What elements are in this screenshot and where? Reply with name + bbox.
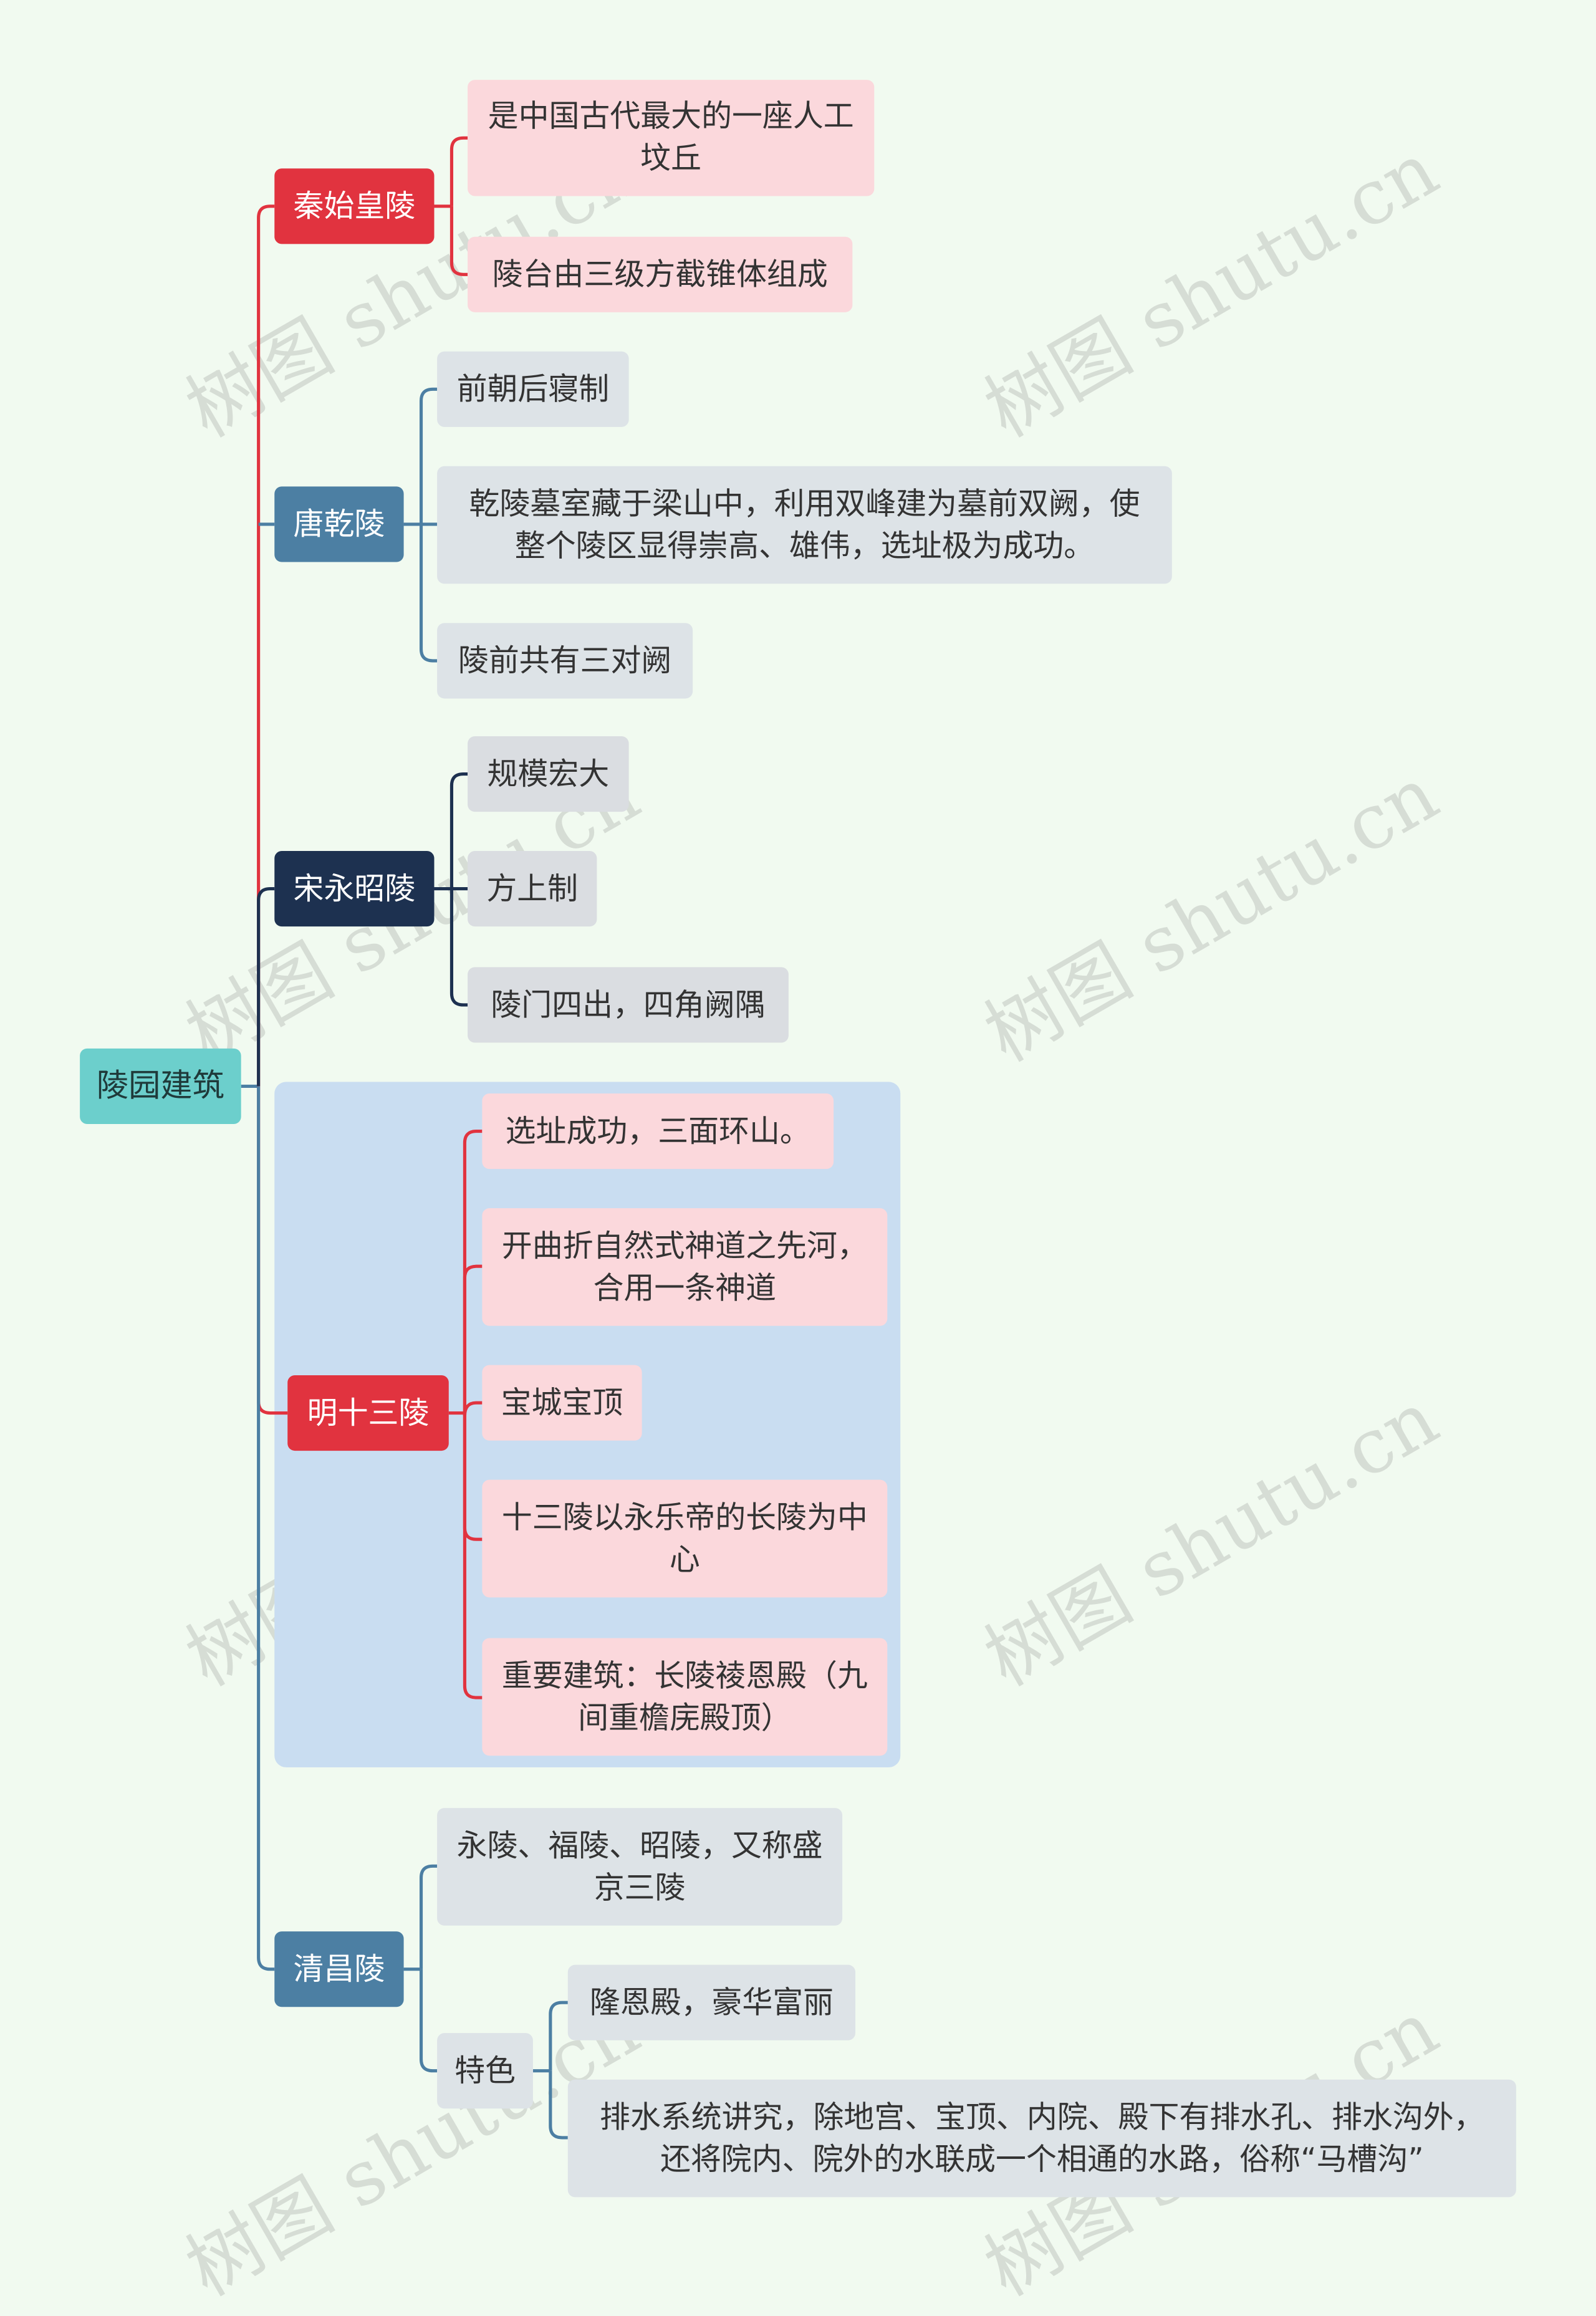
topic-qing[interactable]: 清昌陵 — [274, 1931, 404, 2007]
qing-feature-1[interactable]: 隆恩殿，豪华富丽 — [567, 1964, 856, 2040]
topic-tang[interactable]: 唐乾陵 — [274, 486, 404, 562]
connector-ming — [257, 1086, 288, 1415]
ming-detail-1[interactable]: 选址成功，三面环山。 — [482, 1093, 834, 1170]
song-detail-3[interactable]: 陵门四出，四角阙隅 — [468, 967, 789, 1043]
topic-song[interactable]: 宋永昭陵 — [274, 851, 435, 927]
qin-detail-2[interactable]: 陵台由三级方截锥体组成 — [468, 236, 853, 312]
topic-qin[interactable]: 秦始皇陵 — [274, 168, 435, 244]
song-detail-1[interactable]: 规模宏大 — [468, 736, 629, 812]
tang-detail-2[interactable]: 乾陵墓室藏于梁山中，利用双峰建为墓前双阙，使整个陵区显得崇高、雄伟，选址极为成功… — [437, 466, 1172, 584]
connector-qing — [257, 1086, 275, 1971]
root-topic[interactable]: 陵园建筑 — [80, 1048, 241, 1124]
song-detail-2[interactable]: 方上制 — [468, 851, 597, 927]
ming-detail-2[interactable]: 开曲折自然式神道之先河，合用一条神道 — [482, 1208, 888, 1326]
qing-feature-topic[interactable]: 特色 — [437, 2033, 533, 2109]
connector-song — [257, 887, 275, 1087]
ming-detail-5[interactable]: 重要建筑：长陵祾恩殿（九间重檐庑殿顶） — [482, 1638, 888, 1756]
ming-detail-3[interactable]: 宝城宝顶 — [482, 1365, 642, 1441]
topic-ming[interactable]: 明十三陵 — [287, 1375, 449, 1451]
qing-feature-2[interactable]: 排水系统讲究，除地宫、宝顶、内院、殿下有排水孔、排水沟外，还将院内、院外的水联成… — [567, 2079, 1516, 2198]
qing-detail-1[interactable]: 永陵、福陵、昭陵，又称盛京三陵 — [437, 1808, 843, 1926]
tang-detail-1[interactable]: 前朝后寝制 — [437, 351, 629, 427]
ming-detail-4[interactable]: 十三陵以永乐帝的长陵为中心 — [482, 1479, 888, 1598]
tang-detail-3[interactable]: 陵前共有三对阙 — [437, 623, 693, 699]
qin-detail-1[interactable]: 是中国古代最大的一座人工坟丘 — [468, 80, 875, 196]
connector-qin — [257, 204, 275, 1087]
